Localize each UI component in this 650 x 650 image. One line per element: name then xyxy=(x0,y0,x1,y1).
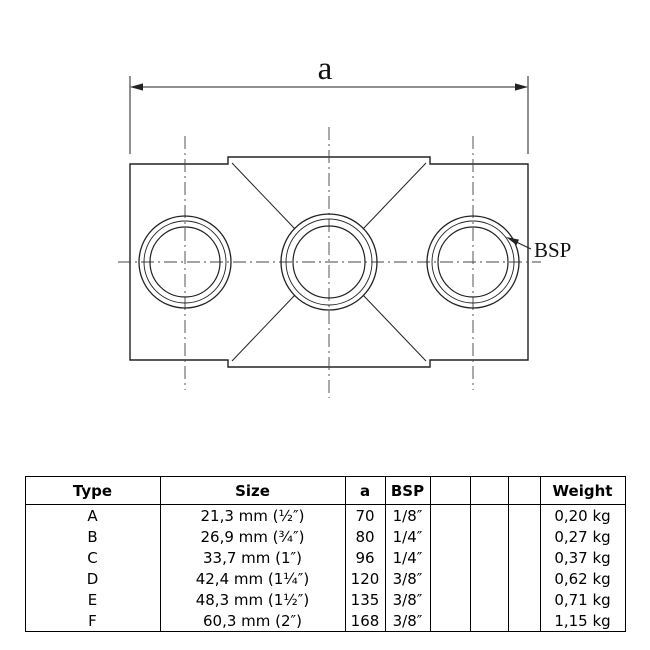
cell-type: F xyxy=(24,610,161,632)
cell-type: D xyxy=(24,568,161,589)
table-header-row: Type Size a BSP Weight xyxy=(24,476,626,505)
header-empty-2 xyxy=(469,476,509,505)
cell-weight: 1,15 kg xyxy=(539,610,626,632)
hole-left-bore xyxy=(149,226,221,298)
cell-type: B xyxy=(24,526,161,547)
hole-middle-bore xyxy=(292,225,366,299)
diagonal-bottom-left xyxy=(231,294,296,362)
header-empty-3 xyxy=(507,476,541,505)
table-row: D 42,4 mm (1¼″) 120 3/8″ 0,62 kg xyxy=(24,568,626,589)
hole-left xyxy=(138,215,232,309)
table-row: C 33,7 mm (1″) 96 1/4″ 0,37 kg xyxy=(24,547,626,568)
header-empty-1 xyxy=(429,476,471,505)
cell-weight: 0,71 kg xyxy=(539,589,626,610)
hole-right-bore xyxy=(437,226,509,298)
cell-bsp: 1/4″ xyxy=(384,547,431,568)
cell-size: 33,7 mm (1″) xyxy=(159,547,346,568)
cell-weight: 0,62 kg xyxy=(539,568,626,589)
header-type: Type xyxy=(24,476,161,505)
bsp-arrow-head xyxy=(506,237,519,246)
cell-type: E xyxy=(24,589,161,610)
table-row: A 21,3 mm (½″) 70 1/8″ 0,20 kg xyxy=(24,504,626,526)
table-row: E 48,3 mm (1½″) 135 3/8″ 0,71 kg xyxy=(24,589,626,610)
cell-a: 168 xyxy=(344,610,386,632)
hole-left-thread xyxy=(143,220,227,304)
diagonal-top-right xyxy=(362,162,427,230)
cell-a: 96 xyxy=(344,547,386,568)
cell-a: 70 xyxy=(344,504,386,526)
dim-label-a: a xyxy=(318,51,333,87)
cell-type: C xyxy=(24,547,161,568)
cell-a: 135 xyxy=(344,589,386,610)
cell-bsp: 1/8″ xyxy=(384,504,431,526)
diagonal-lines xyxy=(231,162,427,362)
header-bsp: BSP xyxy=(384,476,431,505)
cell-weight: 0,20 kg xyxy=(539,504,626,526)
bsp-callout: BSP xyxy=(506,237,571,262)
cell-weight: 0,37 kg xyxy=(539,547,626,568)
technical-drawing: a BSP xyxy=(118,51,571,398)
hole-middle-outer xyxy=(280,213,378,311)
spec-table: Type Size a BSP Weight A 21,3 mm (½″) 70… xyxy=(24,476,626,632)
hole-right-outer xyxy=(426,215,520,309)
hole-left-outer xyxy=(138,215,232,309)
dim-arrow-right xyxy=(515,83,528,91)
header-size: Size xyxy=(159,476,346,505)
dim-arrow-left xyxy=(130,83,143,91)
header-a: a xyxy=(344,476,386,505)
cell-size: 48,3 mm (1½″) xyxy=(159,589,346,610)
bsp-label: BSP xyxy=(534,238,571,262)
centerlines xyxy=(118,127,541,398)
hole-middle xyxy=(280,213,378,311)
cell-size: 60,3 mm (2″) xyxy=(159,610,346,632)
diagonal-top-left xyxy=(231,162,296,230)
cell-bsp: 3/8″ xyxy=(384,568,431,589)
cell-a: 120 xyxy=(344,568,386,589)
table-row: F 60,3 mm (2″) 168 3/8″ 1,15 kg xyxy=(24,610,626,632)
hole-right xyxy=(426,215,520,309)
hole-right-thread xyxy=(431,220,515,304)
table-row: B 26,9 mm (¾″) 80 1/4″ 0,27 kg xyxy=(24,526,626,547)
cell-size: 42,4 mm (1¼″) xyxy=(159,568,346,589)
part-outline xyxy=(129,156,529,368)
cell-a: 80 xyxy=(344,526,386,547)
dimension-a xyxy=(129,76,529,154)
cell-bsp: 1/4″ xyxy=(384,526,431,547)
header-weight: Weight xyxy=(539,476,626,505)
hole-middle-thread xyxy=(285,218,373,306)
diagonal-bottom-right xyxy=(362,294,427,362)
cell-type: A xyxy=(24,504,161,526)
cell-weight: 0,27 kg xyxy=(539,526,626,547)
cell-size: 21,3 mm (½″) xyxy=(159,504,346,526)
cell-bsp: 3/8″ xyxy=(384,589,431,610)
cell-size: 26,9 mm (¾″) xyxy=(159,526,346,547)
cell-bsp: 3/8″ xyxy=(384,610,431,632)
